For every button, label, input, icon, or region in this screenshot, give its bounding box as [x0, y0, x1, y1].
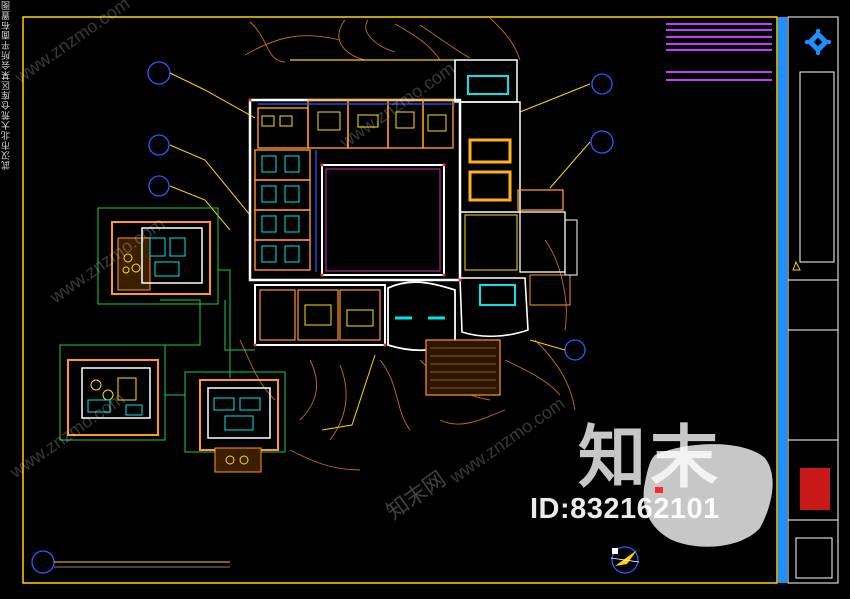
title-bar	[778, 17, 787, 583]
watermark-brand: 知末	[578, 419, 723, 498]
revision-boxes	[666, 23, 772, 81]
north-arrow-icon	[610, 546, 640, 574]
pavilion-north	[111, 221, 211, 295]
leader-lines	[169, 72, 591, 431]
drawing-frame	[22, 16, 778, 584]
watermark-id: ID:832162101	[530, 493, 720, 525]
column-markers	[248, 98, 462, 347]
pavilion-west	[67, 359, 159, 436]
title-block	[787, 16, 839, 584]
pavilion-south	[199, 379, 279, 473]
axis-bubble-icon	[31, 61, 614, 574]
title-stamp	[800, 468, 830, 510]
watermark-blob	[643, 444, 773, 547]
drawing-title: 武汉市北大荒仓库区某会所平面布置图	[2, 0, 12, 170]
logo-icon	[804, 28, 832, 56]
main-building	[248, 59, 578, 396]
